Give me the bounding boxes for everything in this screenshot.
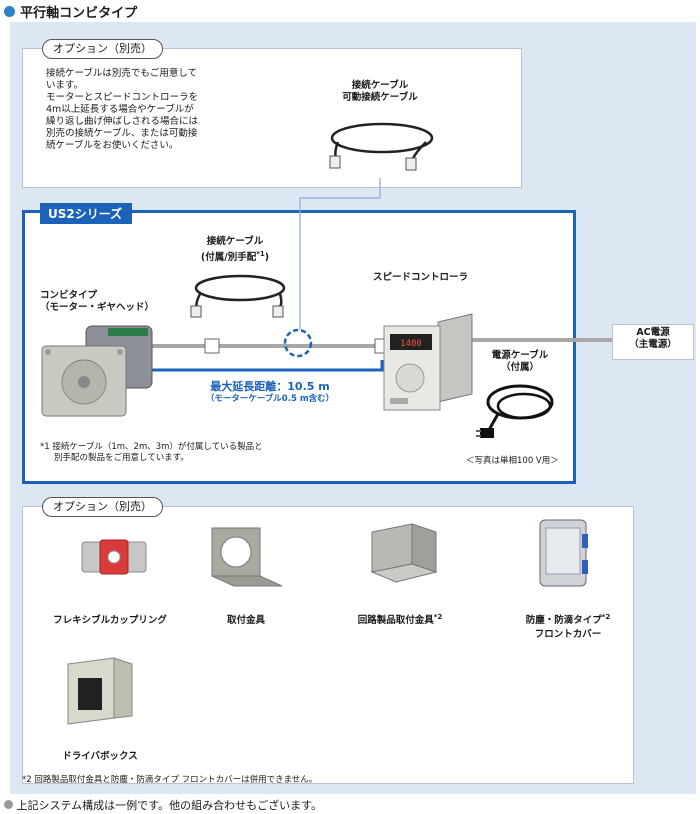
footnote-1: *1 接続ケーブル（1m、2m、3m）が付属している製品と 別手配の製品をご用意…	[40, 442, 340, 464]
max-distance-value: 最大延長距離：10.5 m	[210, 380, 330, 393]
power-cable-image	[476, 384, 554, 438]
description-line: 接続ケーブルは別売でもご用意して	[46, 68, 198, 79]
power-cable-sub: （付属）	[500, 362, 539, 373]
ac-power-sub: （主電源）	[629, 339, 677, 350]
option-box-cables	[22, 48, 522, 188]
motor-title: コンビタイプ	[40, 290, 98, 301]
description-line: います。	[46, 80, 84, 91]
optional-cable-image	[329, 122, 434, 171]
ac-power-label: AC電源	[636, 327, 670, 338]
front-cover-text: 防塵・防滴タイプ	[525, 615, 602, 626]
front-cover-image	[539, 519, 588, 587]
flexible-coupling-image	[81, 539, 147, 575]
cable-label: 接続ケーブル	[351, 80, 409, 91]
footnote-2: *2 回路製品取付金具と防塵・防滴タイプ フロントカバーは併用できません。	[22, 775, 318, 785]
included-cable-close: )	[264, 252, 270, 264]
description-line: 4m以上延長する場合やケーブルが	[46, 104, 194, 115]
controller-display: 1400	[400, 339, 422, 349]
us2-series-tab: US2シリーズ	[40, 203, 133, 224]
item-label-coupling: フレキシブルカップリング	[53, 615, 167, 626]
bullet-dot-icon	[4, 6, 15, 17]
option-pill-bottom: オプション（別売）	[42, 497, 163, 517]
circuit-bracket-image	[370, 523, 438, 583]
included-cable-image	[190, 274, 286, 318]
option-pill-top: オプション（別売）	[42, 39, 163, 59]
description-line: 別売の接続ケーブル、または可動接	[46, 128, 198, 139]
item-label-circuit-bracket: 回路製品取付金具*2	[340, 612, 460, 626]
optional-cable-labels: 接続ケーブル 可動接続ケーブル	[320, 80, 440, 104]
footer-text: 上記システム構成は一例です。他の組み合わせもございます。	[16, 799, 322, 812]
footnote-marker: *2	[433, 612, 443, 621]
included-cable-title: 接続ケーブル	[206, 236, 264, 247]
bullet-dot-icon	[4, 800, 13, 809]
movable-cable-label: 可動接続ケーブル	[342, 92, 418, 103]
item-label-front-cover: 防塵・防滴タイプ*2 フロントカバー	[508, 612, 628, 640]
power-cable-label: 電源ケーブル （付属）	[480, 350, 560, 374]
item-label-mounting-bracket: 取付金具	[226, 615, 265, 626]
included-cable-label: 接続ケーブル (付属/別手配*1)	[175, 236, 295, 264]
front-cover-text-2: フロントカバー	[534, 629, 602, 640]
motor-subtitle: （モーター・ギヤヘッド）	[40, 302, 155, 313]
page-title: 平行軸コンビタイプ	[20, 6, 138, 21]
footnote-marker: *1	[256, 250, 265, 258]
description-line: 続ケーブルをお使いください。	[46, 140, 179, 151]
footnote-1-line: 別手配の製品をご用意しています。	[54, 453, 189, 463]
footnote-1-line: *1 接続ケーブル（1m、2m、3m）が付属している製品と	[40, 442, 263, 452]
combi-motor-image	[41, 325, 153, 417]
footer: 上記システム構成は一例です。他の組み合わせもございます。	[4, 797, 322, 813]
section-header: 平行軸コンビタイプ	[4, 2, 137, 21]
max-distance-note: （モーターケーブル0.5 m含む）	[205, 394, 335, 404]
speed-controller-label: スピードコントローラ	[373, 272, 469, 283]
motor-label: コンビタイプ （モーター・ギヤヘッド）	[40, 290, 190, 314]
speed-controller-image: 1400	[383, 313, 473, 411]
driver-box-image	[67, 657, 133, 725]
power-cable-title: 電源ケーブル	[491, 350, 549, 361]
item-label-driver-box: ドライバボックス	[62, 751, 138, 762]
description-line: 繰り返し曲げ伸ばしされる場合には	[46, 116, 199, 127]
description-line: モーターとスピードコントローラを	[46, 92, 199, 103]
option-description: 接続ケーブルは別売でもご用意して います。 モーターとスピードコントローラを 4…	[46, 68, 226, 152]
mounting-bracket-image	[211, 527, 283, 587]
photo-note: ＜写真は単相100 V用＞	[466, 456, 559, 466]
ac-power-box: AC電源 （主電源）	[612, 324, 694, 360]
max-distance: 最大延長距離：10.5 m （モーターケーブル0.5 m含む）	[180, 378, 360, 405]
footnote-marker: *2	[601, 612, 611, 621]
included-cable-sub: (付属/別手配*1)	[175, 248, 295, 264]
circuit-bracket-text: 回路製品取付金具	[357, 615, 434, 626]
included-cable-text: (付属/別手配	[200, 252, 257, 264]
